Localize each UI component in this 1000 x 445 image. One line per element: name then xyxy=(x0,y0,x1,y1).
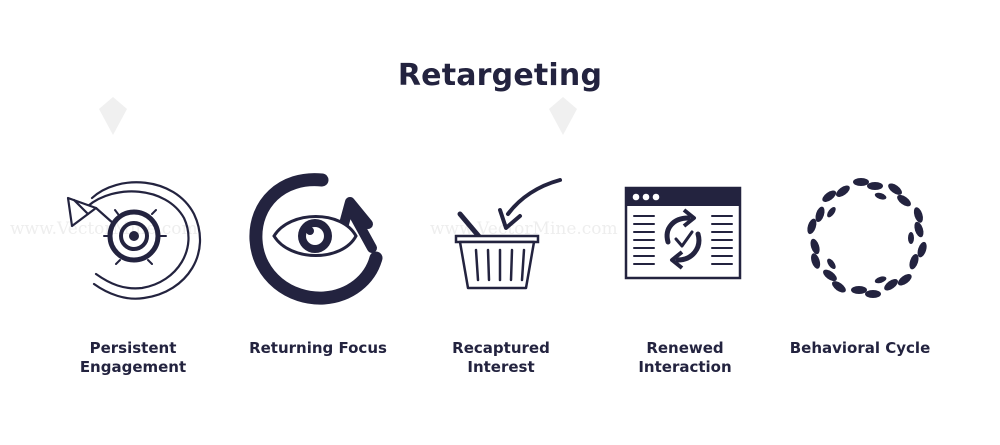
label-line: Recaptured xyxy=(452,339,550,357)
label-line: Interaction xyxy=(638,358,732,376)
label-line: Interest xyxy=(467,358,535,376)
footprints-cycle-icon xyxy=(807,178,927,298)
label-persistent-engagement: Persistent Engagement xyxy=(43,339,223,377)
label-line: Engagement xyxy=(79,358,187,376)
label-line: Persistent xyxy=(89,339,177,357)
label-line: Behavioral Cycle xyxy=(789,339,931,357)
watermark-logo-icon xyxy=(549,97,577,135)
watermark-text: www.VectorMine.com xyxy=(10,219,198,239)
page-title: Retargeting xyxy=(397,58,603,93)
label-line: Renewed xyxy=(646,339,724,357)
label-returning-focus: Returning Focus xyxy=(228,339,408,358)
eye-arrow-icon xyxy=(249,173,383,305)
label-line: Returning Focus xyxy=(249,339,387,357)
browser-refresh-icon xyxy=(624,186,742,280)
label-recaptured-interest: Recaptured Interest xyxy=(411,339,591,377)
target-arrow-icon xyxy=(66,181,202,300)
basket-arrow-icon xyxy=(454,178,562,290)
label-behavioral-cycle: Behavioral Cycle xyxy=(770,339,950,358)
watermark-logo-icon xyxy=(99,97,127,135)
label-renewed-interaction: Renewed Interaction xyxy=(595,339,775,377)
